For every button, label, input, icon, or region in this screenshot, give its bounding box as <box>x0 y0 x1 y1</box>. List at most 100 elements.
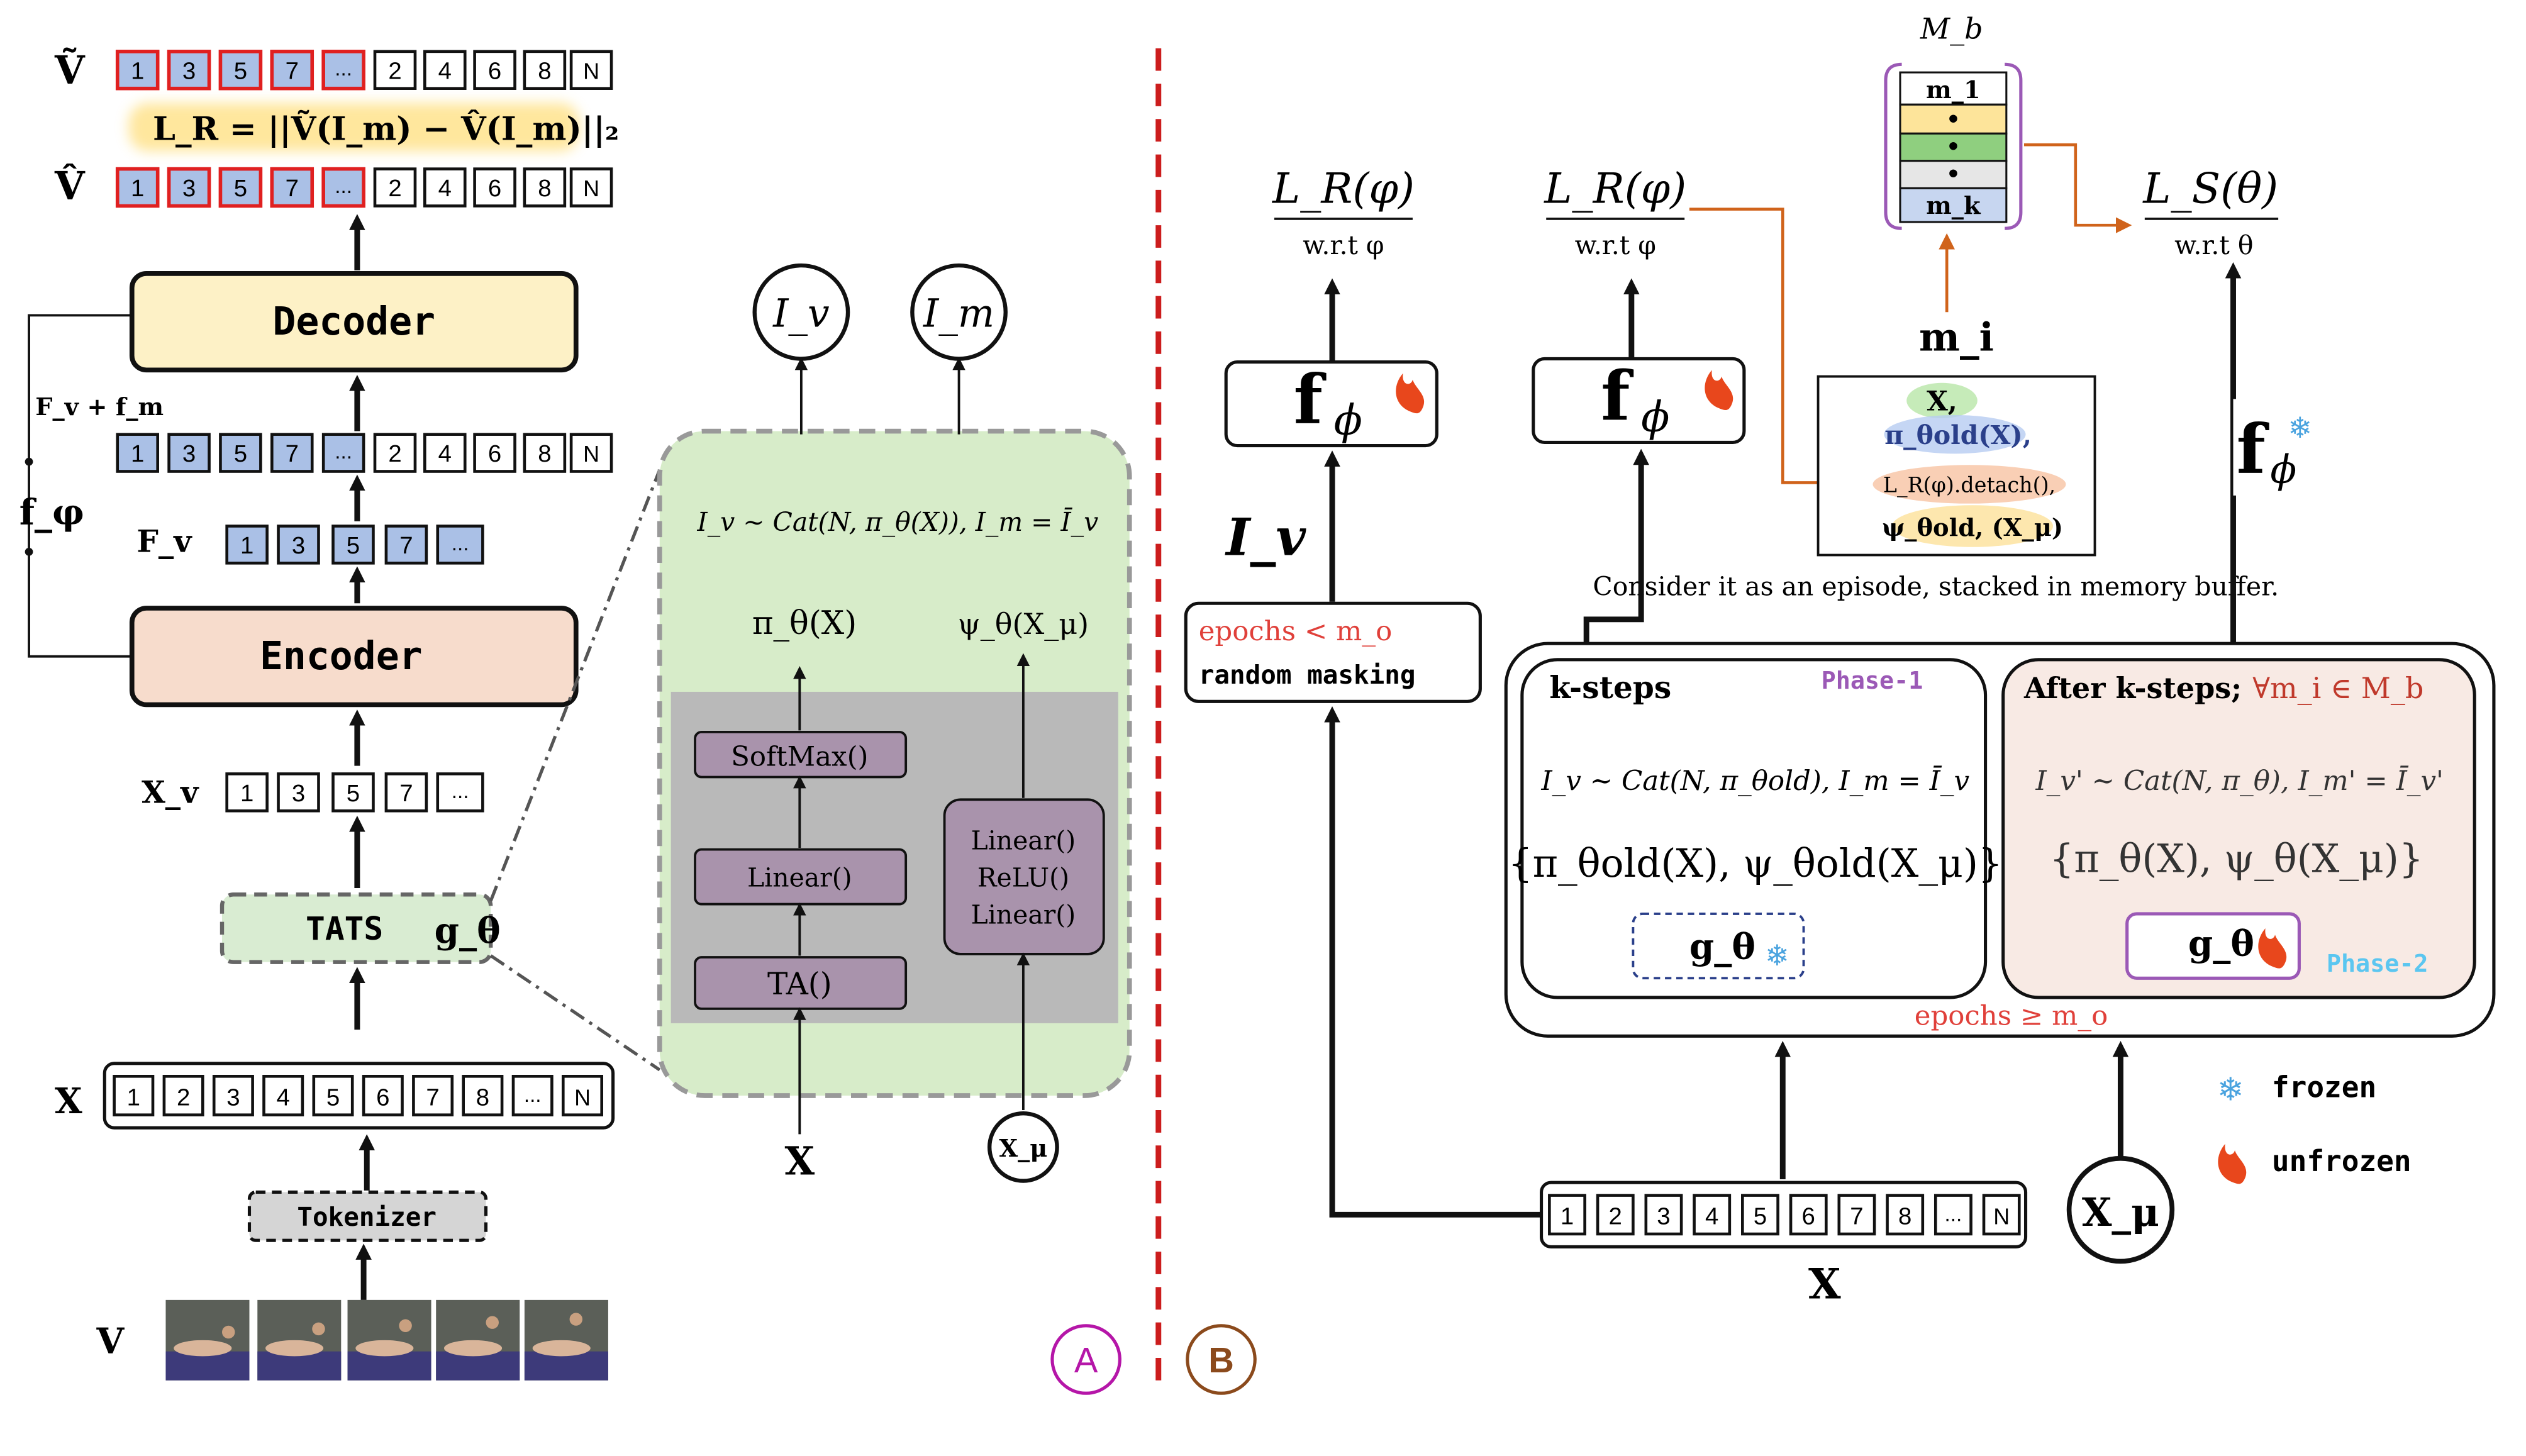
svg-text:3: 3 <box>292 532 305 559</box>
token: 4 <box>262 1074 304 1116</box>
tats-label: TATS <box>306 911 383 948</box>
svg-text:1: 1 <box>1561 1203 1574 1230</box>
token: ... <box>436 525 484 565</box>
svg-text:4: 4 <box>277 1084 290 1111</box>
phase-2-box <box>2001 658 2476 999</box>
loss-r-1: L_R(φ) <box>1272 164 1415 213</box>
token: 2 <box>1596 1194 1635 1236</box>
svg-text:1: 1 <box>240 532 253 559</box>
token: 2 <box>373 433 417 473</box>
memory-row: • <box>1946 134 1961 160</box>
svg-text:N: N <box>583 442 599 467</box>
svg-text:TA(): TA() <box>767 967 832 1002</box>
f-phi-block-1 <box>1224 360 1438 448</box>
phase-2-set: {π_θ(X), ψ_θ(X_μ)} <box>2049 836 2423 881</box>
memory-row: • <box>1946 106 1961 133</box>
token: 6 <box>1789 1194 1828 1236</box>
svg-text:1: 1 <box>240 780 253 807</box>
token: 7 <box>412 1074 454 1116</box>
token: 1 <box>116 433 159 473</box>
svg-text:7: 7 <box>1850 1203 1863 1230</box>
svg-text:Linear(): Linear() <box>971 899 1076 930</box>
x-tokens: 1 2 3 4 5 6 7 8 ... N <box>113 1074 603 1116</box>
svg-text:6: 6 <box>488 175 501 202</box>
loss-s: L_S(θ) <box>2142 164 2278 213</box>
token: 6 <box>473 50 516 90</box>
svg-text:Linear(): Linear() <box>747 862 852 892</box>
episode-item: L_R(φ).detach(), <box>1883 473 2056 498</box>
video-frame <box>165 1299 250 1381</box>
token: 2 <box>162 1074 204 1116</box>
fv-fm-label: F_v + f_m <box>35 393 164 421</box>
g-theta-label: g_θ <box>435 910 501 952</box>
memory-buffer: m_1 • • • m_k <box>1884 62 2023 230</box>
random-masking-box <box>1184 601 1482 703</box>
svg-text:g_θ: g_θ <box>2188 923 2254 964</box>
g-theta-unfrozen-block <box>2125 912 2301 980</box>
svg-text:3: 3 <box>226 1084 240 1111</box>
decoder-block <box>129 271 579 373</box>
svg-text:7: 7 <box>286 440 299 467</box>
token: 3 <box>212 1074 254 1116</box>
token: 5 <box>1741 1194 1779 1236</box>
phase-1-formula: I_v ∼ Cat(N, π_θold), I_m = Ī_v <box>1540 765 1969 797</box>
wrt-phi-2: w.r.t φ <box>1575 230 1656 260</box>
v-tilde-label: Ṽ <box>54 48 86 93</box>
svg-text:7: 7 <box>426 1084 439 1111</box>
svg-text:2: 2 <box>177 1084 190 1111</box>
svg-text:1: 1 <box>131 440 144 467</box>
panel-b: L_R(φ) w.r.t φ L_R(φ) w.r.t φ L_S(θ) w.r… <box>1184 11 2496 1395</box>
episode-item: π_θold(X), <box>1884 420 2032 450</box>
im-output: I_m <box>923 291 994 336</box>
token: 6 <box>473 433 516 473</box>
fv-tokens: 1 3 5 7 ... <box>225 525 484 565</box>
video-frame <box>347 1299 431 1381</box>
token: 6 <box>473 167 516 208</box>
pi-theta-label: π_θ(X) <box>752 605 857 642</box>
inset-x-input: X <box>785 1138 815 1184</box>
svg-text:ϕ: ϕ <box>2270 447 2296 492</box>
panel-a: Ṽ 1 3 5 7 ... 2 4 6 8 N L_R = ||Ṽ(I_m) −… <box>19 48 1132 1395</box>
wrt-theta: w.r.t θ <box>2174 230 2253 260</box>
svg-text:3: 3 <box>182 175 196 202</box>
token: 3 <box>167 433 211 473</box>
svg-text:3: 3 <box>292 780 305 807</box>
svg-text:3: 3 <box>1657 1203 1670 1230</box>
svg-text:ϕ: ϕ <box>1641 392 1669 442</box>
svg-text:5: 5 <box>347 532 360 559</box>
svg-text:2: 2 <box>388 440 401 467</box>
svg-text:4: 4 <box>1705 1203 1718 1230</box>
svg-text:...: ... <box>335 175 352 198</box>
video-frames <box>165 1299 608 1381</box>
svg-text:SoftMax(): SoftMax() <box>731 742 868 773</box>
token: 5 <box>219 433 262 473</box>
svg-text:N: N <box>583 58 599 84</box>
svg-text:1: 1 <box>131 175 144 202</box>
tats-inset: I_v I_m I_v ∼ Cat(N, π_θ(X)), I_m = Ī_v … <box>657 263 1132 1184</box>
token: 7 <box>270 167 314 208</box>
token: 1 <box>1548 1194 1586 1236</box>
svg-text:6: 6 <box>488 57 501 84</box>
svg-text:1: 1 <box>131 57 144 84</box>
token: 4 <box>423 50 467 90</box>
svg-text:7: 7 <box>399 532 413 559</box>
token: 5 <box>331 525 375 565</box>
token: 8 <box>523 433 567 473</box>
token: 8 <box>523 50 567 90</box>
token: 7 <box>270 50 314 91</box>
token: ... <box>1933 1194 1972 1236</box>
svg-text:N: N <box>574 1085 591 1110</box>
token: 1 <box>113 1074 155 1116</box>
token: 5 <box>218 167 263 208</box>
iv-label: I_v <box>1225 508 1306 568</box>
svg-text:5: 5 <box>234 440 247 467</box>
token: ... <box>321 50 365 91</box>
svg-text:5: 5 <box>234 175 247 202</box>
token: N <box>569 433 613 473</box>
phase-2-formula: I_v' ∼ Cat(N, π_θ), I_m' = Ī_v' <box>2035 765 2444 797</box>
token: 4 <box>423 433 467 473</box>
svg-text:1: 1 <box>127 1084 140 1111</box>
token: N <box>569 50 613 90</box>
episode-item: X, <box>1927 385 1957 417</box>
